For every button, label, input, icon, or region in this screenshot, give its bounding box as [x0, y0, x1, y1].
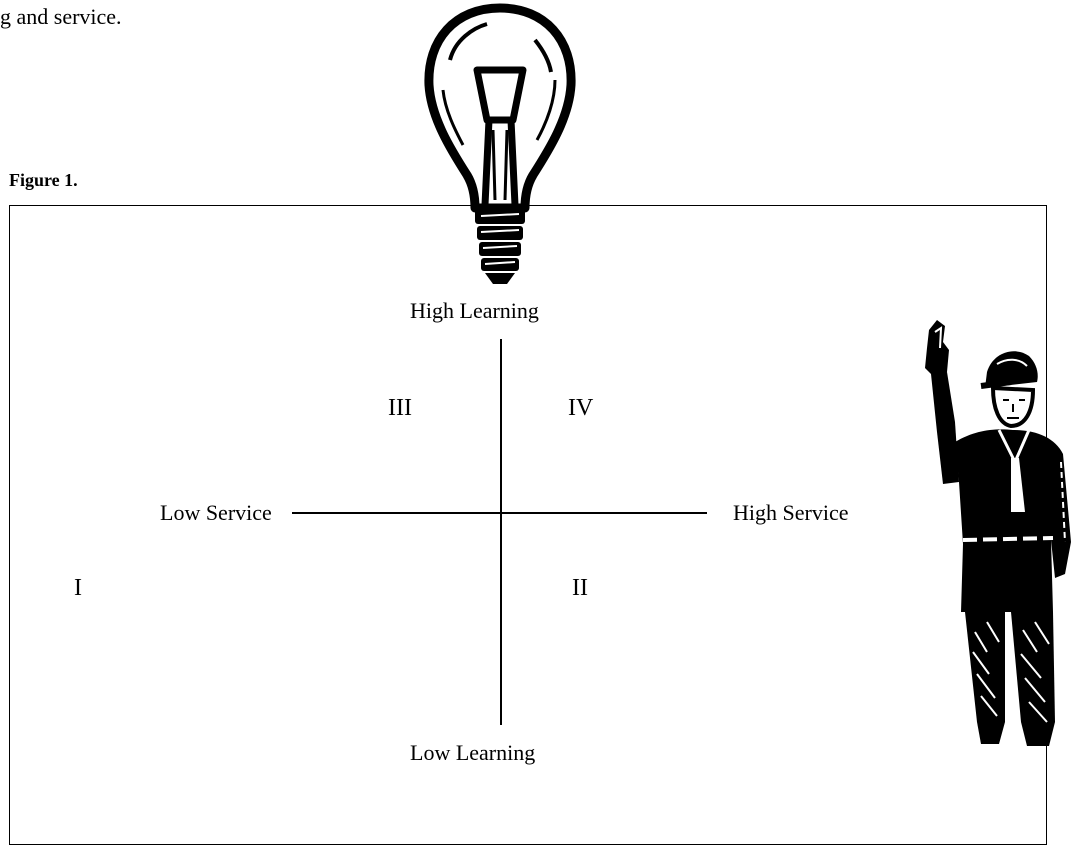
axis-label-bottom: Low Learning [410, 740, 536, 765]
lightbulb-icon [424, 3, 576, 284]
axis-label-right: High Service [733, 500, 849, 525]
axis-label-left: Low Service [160, 500, 272, 525]
axis-label-bottom-wrap: Low Learning [390, 740, 590, 766]
vertical-axis-line [500, 339, 502, 725]
horizontal-axis-line [292, 512, 707, 514]
quadrant-4-label: IV [568, 395, 594, 421]
quadrant-3-label: III [388, 395, 412, 421]
axis-label-top: High Learning [410, 298, 539, 323]
scout-figure-icon [925, 320, 1071, 746]
intro-text-fragment: g and service. [0, 4, 122, 29]
quadrant-1-label: I [74, 575, 82, 601]
quadrant-2-label: II [572, 575, 588, 601]
figure-label: Figure 1. [9, 170, 78, 190]
